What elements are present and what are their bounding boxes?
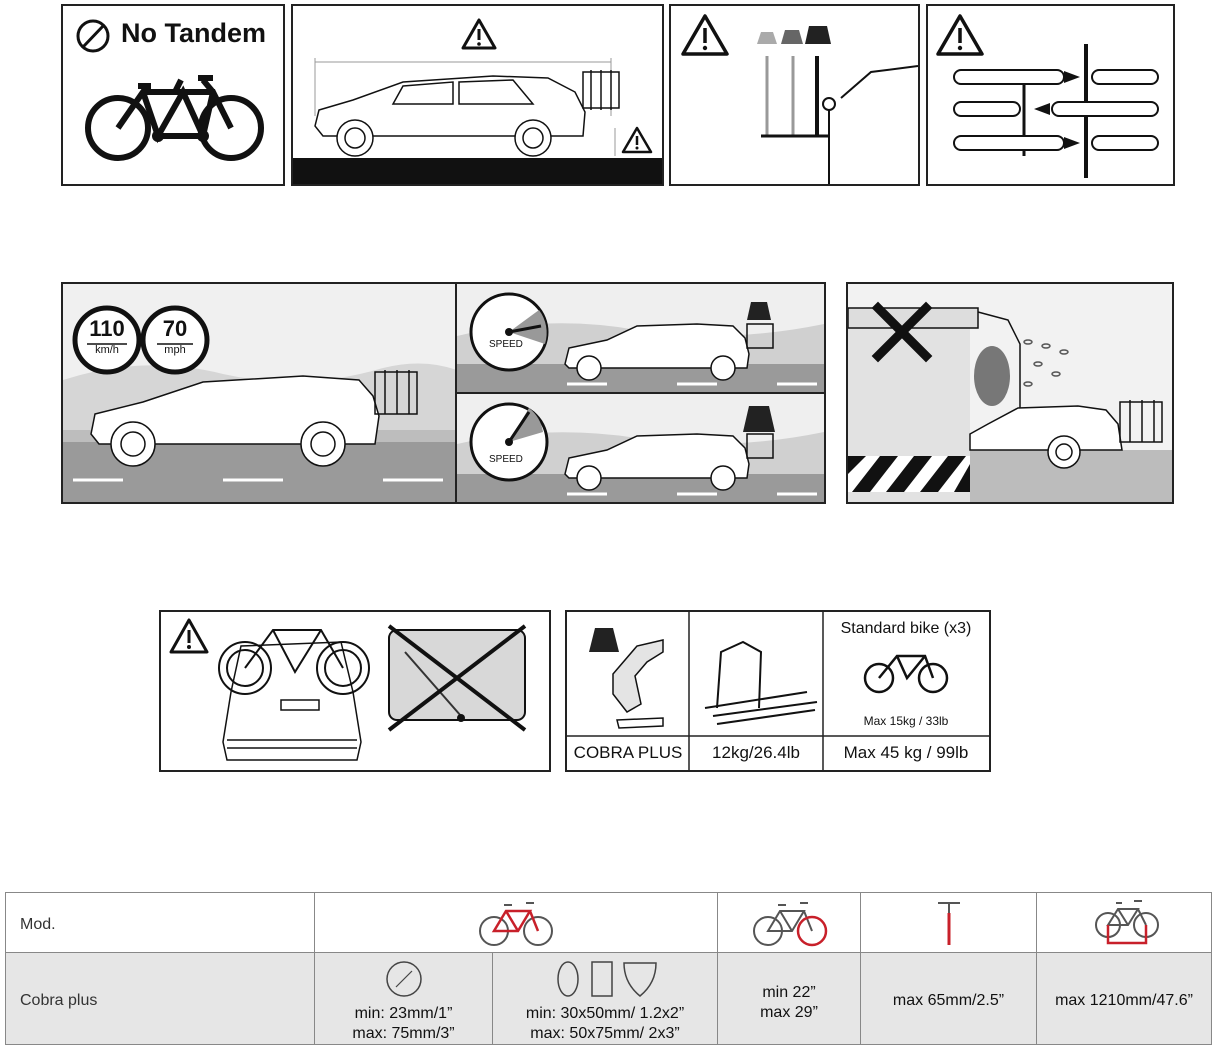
bike-icon: [218, 629, 370, 695]
alternate-bikes-panel: [926, 4, 1175, 186]
col-divider: [314, 893, 315, 1044]
spec-row-divider: [6, 952, 1211, 953]
speed-label-top: SPEED: [489, 339, 523, 350]
car-drawing: [969, 405, 1123, 469]
weight-icon: [743, 302, 775, 432]
car-drawing: [564, 323, 750, 491]
model-name: Cobra plus: [20, 992, 98, 1009]
wheel-min: min 22”: [762, 984, 816, 1001]
wheel-icon: [753, 902, 828, 947]
bike-rack-drawing: [1119, 400, 1163, 443]
warning-icon: [621, 126, 653, 154]
speed-label-bottom: SPEED: [489, 454, 523, 465]
speed-limit-panel: 110 km/h 70 mph: [61, 282, 459, 504]
rack-drawing: [704, 640, 818, 725]
wheel-max: max 29”: [760, 1004, 818, 1021]
wheelbase-max: max 1210mm/47.6”: [1055, 992, 1193, 1009]
prohibited-window-icon: [387, 624, 527, 732]
frame-shape-max: max: 50x75mm/ 2x3”: [530, 1025, 680, 1042]
no-tandem-panel: No Tandem: [61, 4, 285, 186]
prohibited-icon: [76, 19, 110, 53]
bike-rack-drawing: [374, 370, 418, 415]
speed-load-panel: SPEED SPEED: [455, 282, 826, 504]
tailgate-drawing: [612, 639, 664, 729]
car-rear-drawing: [222, 641, 362, 761]
spec-row-gray: [6, 953, 1211, 1044]
col-divider: [1036, 893, 1037, 1044]
bike-icon: [863, 654, 949, 694]
wheelbase-icon: [1095, 900, 1159, 945]
header-label: Mod.: [20, 916, 56, 933]
product-name: COBRA PLUS: [573, 743, 683, 762]
seatpost-icon: [938, 902, 960, 945]
bike-max: Max 15kg / 33lb: [863, 714, 949, 728]
bike-rack-drawing: [582, 70, 620, 110]
speedometer-icon: [469, 402, 549, 482]
car-length-panel: [291, 4, 664, 186]
brush-drawing: [974, 346, 1010, 406]
speed-mph: 70: [162, 316, 188, 341]
warning-icon: [461, 18, 497, 50]
total-max: Max 45 kg / 99lb: [843, 743, 969, 762]
frame-round-min: min: 23mm/1”: [354, 1005, 453, 1022]
weight-icon: [589, 628, 619, 652]
frame-bike-icon: [479, 902, 553, 946]
rear-view-panel: [159, 610, 551, 772]
car-wash-panel: [846, 282, 1174, 504]
col-divider: [492, 953, 493, 1044]
unit-kmh: km/h: [95, 344, 119, 356]
unit-mph: mph: [164, 344, 186, 356]
product-specs-panel: COBRA PLUS 12kg/26.4lb Standard bike (x3…: [565, 610, 991, 772]
bike-caption: Standard bike (x3): [840, 620, 972, 637]
col-divider: [717, 893, 718, 1044]
frame-round-max: max: 75mm/3”: [352, 1025, 455, 1042]
spec-table: Mod. Cobra plus min: 23mm/1”: [5, 892, 1212, 1045]
warning-icon: [169, 618, 209, 654]
warning-icon: [681, 14, 729, 56]
rack-weight: 12kg/26.4lb: [712, 743, 800, 762]
tandem-bike-icon: [85, 75, 264, 161]
no-tandem-label: No Tandem: [121, 18, 267, 48]
warning-icon: [936, 14, 984, 56]
speed-kmh: 110: [89, 316, 125, 341]
weight-order-panel: [669, 4, 920, 186]
car-drawing: [314, 75, 586, 157]
speedometer-icon: [469, 292, 549, 372]
col-divider: [860, 893, 861, 1044]
frame-shape-min: min: 30x50mm/ 1.2x2”: [525, 1005, 685, 1022]
round-tube-icon: [386, 961, 422, 997]
frame-tube-icon: [557, 961, 657, 997]
car-drawing: [90, 375, 380, 467]
cross-icon: [871, 301, 933, 363]
seatpost-max: max 65mm/2.5”: [892, 992, 1005, 1009]
weight-icon: [757, 26, 831, 44]
